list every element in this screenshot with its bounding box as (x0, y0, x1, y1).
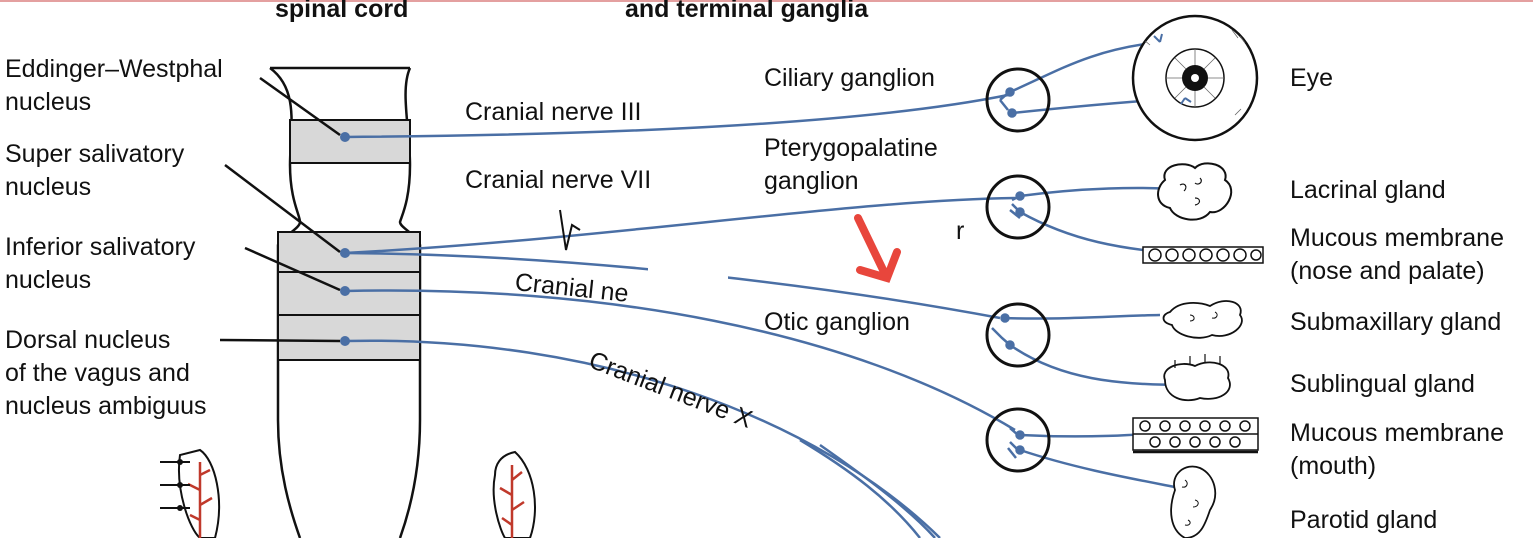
header-terminal-ganglia: and terminal ganglia (625, 0, 869, 23)
dot-eddinger (340, 132, 350, 142)
label-cranial-nerve-7: Cranial nerve VII (465, 166, 652, 194)
label-sublingual-gland: Sublingual gland (1290, 370, 1475, 398)
vessel-illustration-left (160, 448, 221, 538)
label-dorsal-line3: nucleus ambiguus (5, 392, 207, 420)
fiber-otic-parotid (1019, 448, 1191, 492)
band-eddinger-westphal (289, 119, 411, 164)
label-mucous-nose-line1: Mucous membrane (1290, 224, 1504, 252)
sublingual-gland-illustration (1163, 354, 1231, 402)
mucous-nose-illustration (1142, 246, 1264, 264)
label-eddinger-line2: nucleus (5, 88, 92, 116)
label-mucous-mouth-line2: (mouth) (1290, 452, 1377, 480)
top-divider (0, 0, 1533, 2)
fiber-cn10-c (819, 443, 936, 538)
label-lacrimal-gland: Lacrinal gland (1290, 176, 1446, 204)
label-otic-ganglion: Otic ganglion (764, 308, 910, 336)
fiber-cn7-pterygo (344, 196, 1016, 255)
label-submaxillary-gland: Submaxillary gland (1290, 308, 1502, 336)
fiber-ciliary-eye-upper (1009, 40, 1161, 94)
label-mucous-mouth-line1: Mucous membrane (1290, 419, 1504, 447)
brace-mark (559, 209, 581, 251)
label-dorsal-line2: of the vagus and (5, 359, 190, 387)
header-spinal-cord: spinal cord (275, 0, 409, 23)
nucleus-bands (277, 119, 421, 361)
lacrimal-gland-illustration (1157, 162, 1233, 221)
fiber-cn9-otic (344, 289, 1016, 432)
fiber-submandibular-gland (1004, 313, 1161, 320)
label-superior-line2: nucleus (5, 173, 92, 201)
ciliary-ganglion-circle (985, 67, 1051, 133)
red-arrow-icon (854, 214, 901, 283)
leader-eddinger (259, 76, 341, 137)
leader-lines (219, 76, 341, 343)
mucous-mouth-illustration (1132, 417, 1259, 454)
label-superior-line1: Super salivatory (5, 140, 185, 168)
label-inferior-line2: nucleus (5, 266, 92, 294)
dot-superior (340, 248, 350, 258)
label-fragment-r: r (956, 217, 965, 245)
parotid-gland-illustration (1170, 465, 1217, 538)
dot-dorsal (340, 336, 350, 346)
ganglia (985, 67, 1051, 473)
obscured-area-otic (648, 265, 728, 305)
label-eddinger-line1: Eddinger–Westphal (5, 55, 223, 83)
label-cranial-nerve-3: Cranial nerve III (465, 98, 642, 126)
label-mucous-nose-line2: (nose and palate) (1290, 257, 1485, 285)
label-pterygopalatine-line2: ganglion (764, 167, 859, 195)
label-ciliary-ganglion: Ciliary ganglion (764, 64, 935, 92)
vessel-illustration-right (492, 450, 536, 538)
submandibular-ganglion-circle (985, 302, 1051, 368)
submaxillary-gland-illustration (1162, 300, 1243, 339)
nucleus-dots (340, 132, 350, 346)
eye-illustration (1131, 14, 1259, 142)
label-pterygopalatine-line1: Pterygopalatine (764, 134, 938, 162)
leader-inferior (244, 246, 341, 292)
fiber-cn10-b (799, 438, 921, 538)
label-inferior-line1: Inferior salivatory (5, 233, 196, 261)
fiber-cn3 (344, 93, 1009, 139)
label-eye: Eye (1290, 64, 1334, 92)
leader-dorsal (219, 338, 341, 343)
fiber-sublingual-gland (1009, 343, 1186, 387)
band-dorsal-vagus (277, 314, 421, 361)
label-parotid-gland: Parotid gland (1290, 506, 1438, 534)
label-dorsal-line1: Dorsal nucleus (5, 326, 171, 354)
dot-inferior (340, 286, 350, 296)
otic-ganglion-circle (985, 407, 1051, 473)
leader-superior (224, 164, 341, 253)
synapse-forks (991, 87, 1025, 459)
pterygopalatine-ganglion-circle (985, 174, 1051, 240)
